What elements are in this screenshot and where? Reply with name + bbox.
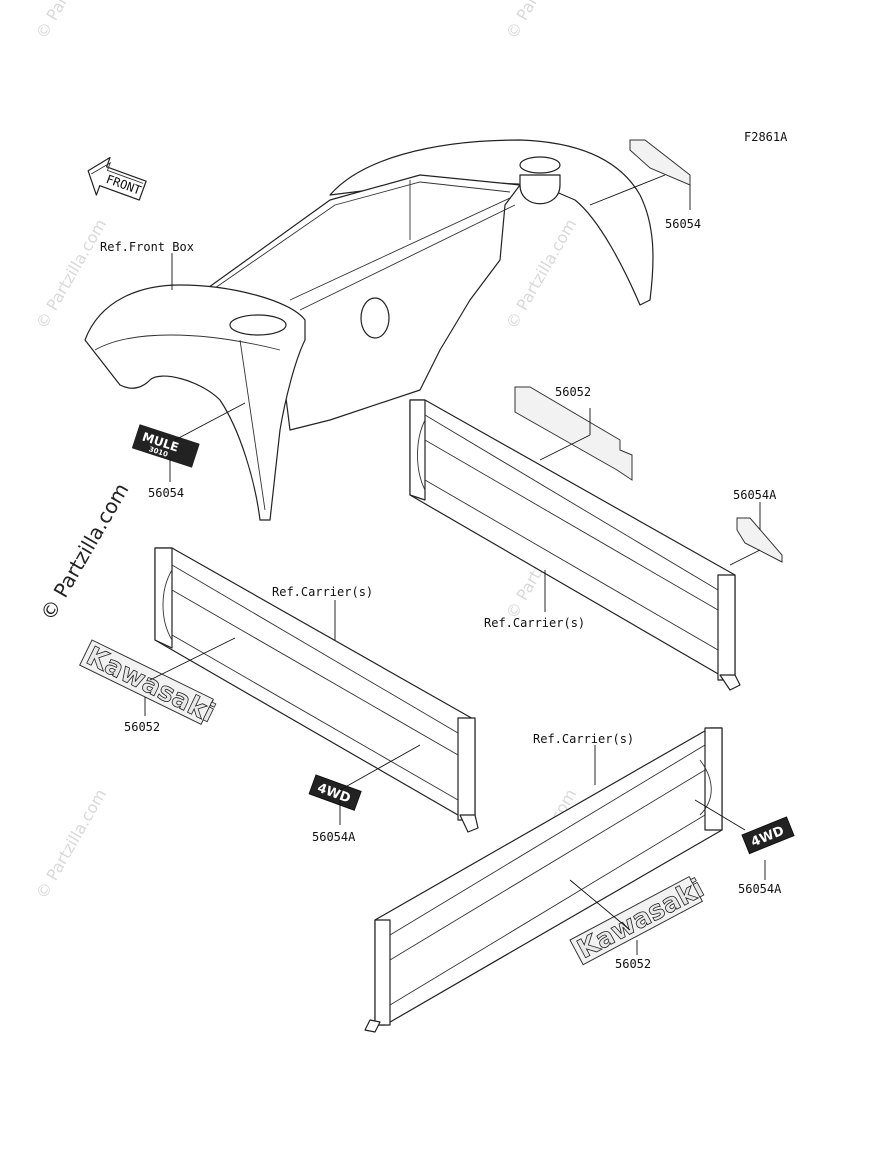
front-arrow: FRONT <box>87 156 147 201</box>
ref-carrier-upper: Ref.Carrier(s) <box>484 616 585 630</box>
callout-56054A-left: 56054A <box>312 830 356 844</box>
ref-front-box: Ref.Front Box <box>100 240 194 254</box>
watermark-2: © Partzilla.com <box>502 0 580 42</box>
callout-56054A-upper: 56054A <box>733 488 777 502</box>
watermark-1: © Partzilla.com <box>32 0 110 42</box>
front-box <box>84 139 654 521</box>
leader-lines <box>144 174 766 955</box>
decal-4wd-left: 4WD <box>308 774 362 811</box>
callout-56054-top: 56054 <box>665 217 701 231</box>
figure-code: F2861A <box>744 130 788 144</box>
callout-56052-left: 56052 <box>124 720 160 734</box>
decal-4wd-lower: 4WD <box>741 816 795 855</box>
ref-carrier-left: Ref.Carrier(s) <box>272 585 373 599</box>
carrier-upper-right <box>409 399 741 691</box>
callout-56052-lower: 56052 <box>615 957 651 971</box>
ref-carrier-lower: Ref.Carrier(s) <box>533 732 634 746</box>
callout-56054A-lower: 56054A <box>738 882 782 896</box>
callout-56054-front: 56054 <box>148 486 184 500</box>
decal-mule: MULE 3010 <box>131 424 200 468</box>
watermark-6: © Partzilla.com <box>32 786 110 902</box>
watermark-strong: © Partzilla.com <box>36 479 134 625</box>
carrier-lower-right <box>364 727 723 1033</box>
decal-56052-upper <box>514 386 633 481</box>
watermark-3: © Partzilla.com <box>32 216 110 332</box>
decal-56054-top <box>629 139 691 186</box>
watermark-4: © Partzilla.com <box>502 216 580 332</box>
callout-56052-upper: 56052 <box>555 385 591 399</box>
decal-56054A-upper <box>736 517 783 563</box>
carrier-left <box>154 547 479 833</box>
